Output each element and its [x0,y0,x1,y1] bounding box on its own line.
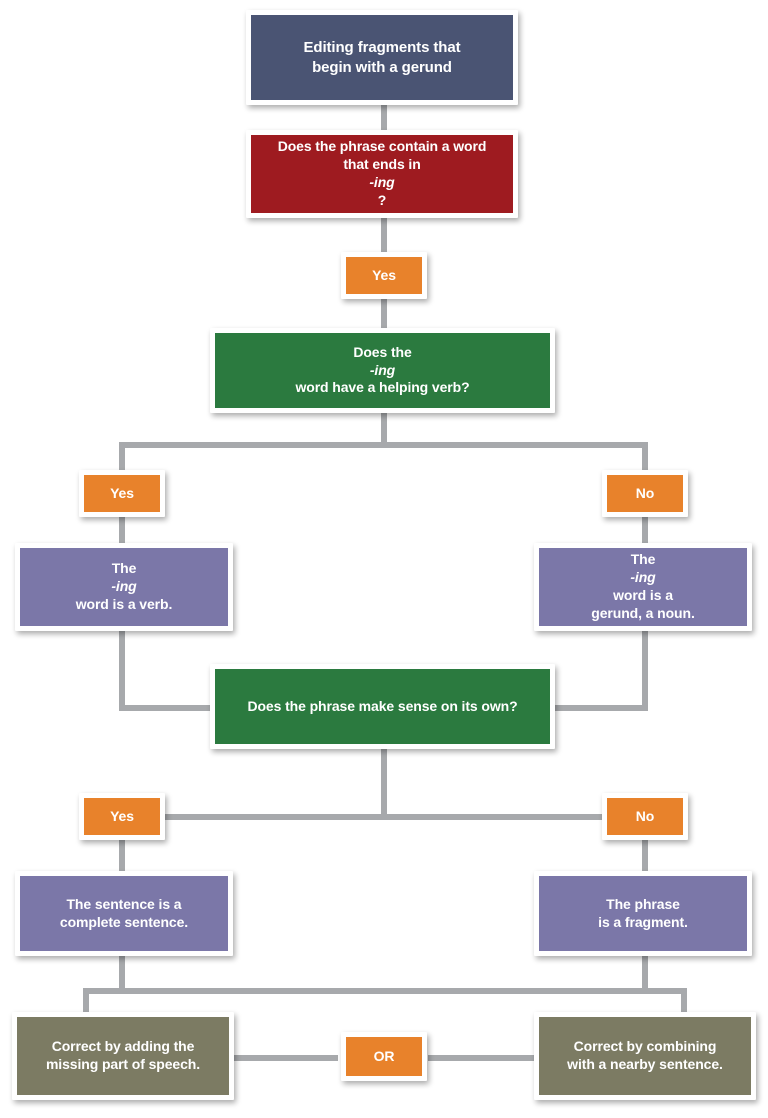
node-question-makes-sense[interactable]: Does the phrase make sense on its own? [210,664,555,749]
q1-line-2: that ends in -ing? [343,156,421,208]
connector-complete-to-bottom [119,951,125,991]
yes-3-label: Yes [110,807,134,824]
complete-line-1: The sentence is a [66,895,182,912]
node-or[interactable]: OR [341,1032,427,1081]
connector-branch-to-no2 [642,442,648,474]
connector-yes1-to-q2 [381,295,387,335]
fragment-line-2: is a fragment. [598,913,688,930]
node-no-3[interactable]: No [602,793,688,840]
node-yes-2[interactable]: Yes [79,470,165,517]
title-line-1: Editing fragments that [303,39,461,57]
no-2-label: No [635,484,655,501]
complete-line-2: complete sentence. [59,913,189,930]
connector-bottom-bar [83,988,687,994]
q2-text: Does the -ing word have a helping verb? [295,343,470,396]
connector-correct-add-to-or [228,1055,338,1061]
connector-branch-to-yes2 [119,442,125,474]
connector-bottom-to-correct-add [83,988,89,1014]
or-label: OR [373,1047,395,1064]
node-is-fragment[interactable]: The phrase is a fragment. [534,871,752,956]
ing-gerund-line-1: The -ing word is a [613,551,673,603]
connector-branch-bar-2 [163,814,604,820]
ing-gerund-line-2: gerund, a noun. [591,604,695,621]
connector-yes2-to-verb [119,512,125,547]
node-title[interactable]: Editing fragments that begin with a geru… [246,10,518,105]
node-ing-is-gerund[interactable]: The -ing word is a gerund, a noun. [534,543,752,631]
connector-bottom-to-correct-combine [681,988,687,1014]
node-correct-by-combining[interactable]: Correct by combining with a nearby sente… [534,1012,756,1100]
q3-text: Does the phrase make sense on its own? [247,697,518,714]
node-yes-1[interactable]: Yes [341,252,427,299]
connector-q1-to-yes1 [381,210,387,255]
node-yes-3[interactable]: Yes [79,793,165,840]
connector-q2-to-branch [381,405,387,445]
connector-gerund-to-q3-vertical [642,626,648,711]
node-no-2[interactable]: No [602,470,688,517]
correct-add-line-1: Correct by adding the [51,1038,195,1055]
yes-2-label: Yes [110,484,134,501]
ing-verb-text: The -ing word is a verb. [75,560,173,612]
connector-title-to-q1 [381,100,387,135]
node-ing-is-verb[interactable]: The -ing word is a verb. [15,543,233,631]
fragment-line-1: The phrase [606,895,680,912]
connector-fragment-to-bottom [642,951,648,991]
node-correct-by-adding[interactable]: Correct by adding the missing part of sp… [12,1012,234,1100]
connector-no2-to-gerund [642,512,648,547]
connector-verb-to-q3-vertical [119,626,125,711]
yes-1-label: Yes [372,266,396,283]
connector-gerund-to-q3-horizontal [548,705,648,711]
node-question-contains-ing[interactable]: Does the phrase contain a word that ends… [246,130,518,218]
node-complete-sentence[interactable]: The sentence is a complete sentence. [15,871,233,956]
node-question-helping-verb[interactable]: Does the -ing word have a helping verb? [210,328,555,413]
title-line-2: begin with a gerund [312,58,452,76]
no-3-label: No [635,807,655,824]
correct-combine-line-1: Correct by combining [573,1038,717,1055]
connector-yes3-to-complete [119,840,125,875]
connector-no3-to-fragment [642,840,648,875]
connector-or-to-correct-combine [428,1055,538,1061]
connector-q3-to-branch [381,748,387,820]
q1-line-1: Does the phrase contain a word [277,138,487,155]
correct-combine-line-2: with a nearby sentence. [567,1056,723,1072]
connector-verb-to-q3-horizontal [119,705,219,711]
connector-branch-bar-1 [119,442,648,448]
correct-add-line-2: missing part of speech. [45,1056,201,1072]
